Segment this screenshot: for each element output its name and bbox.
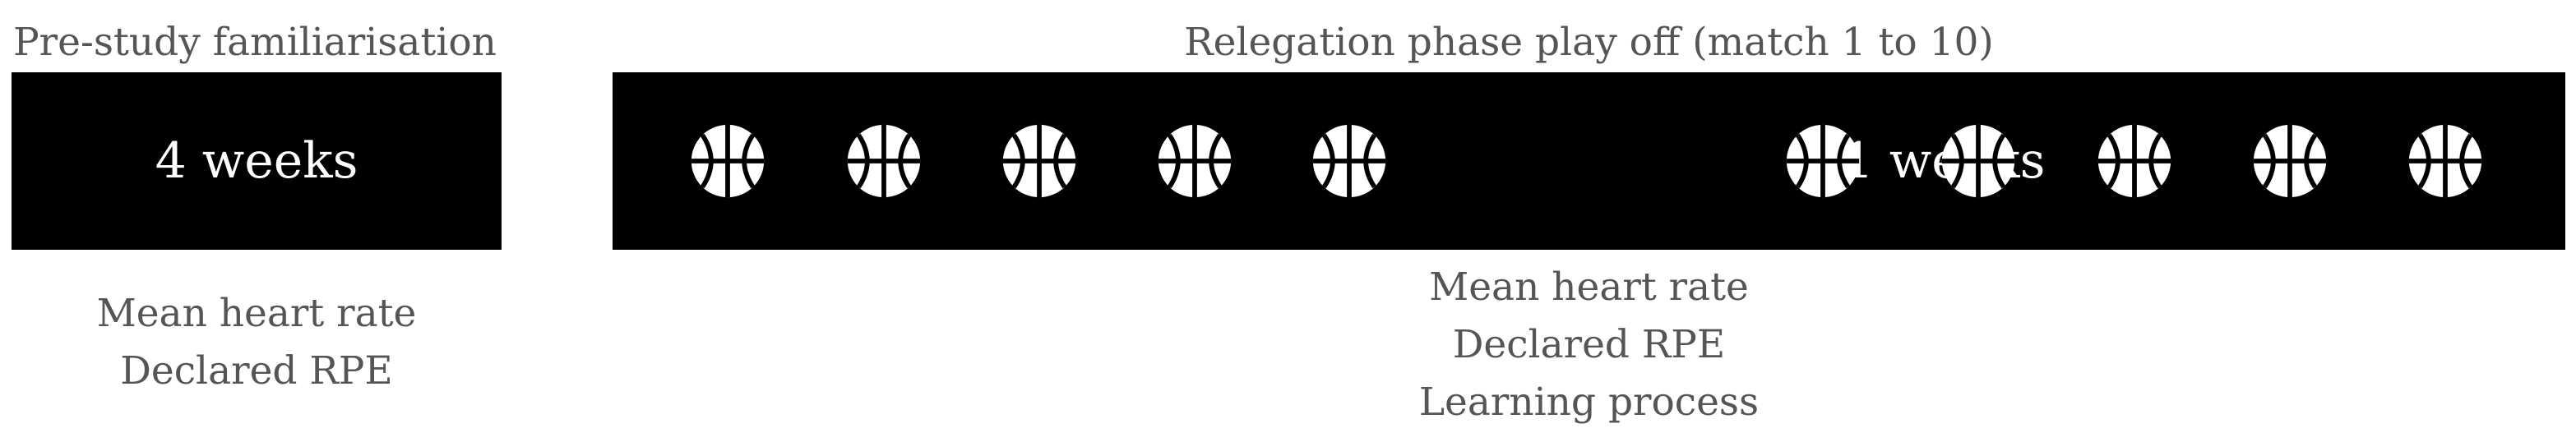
- relegation-measures: Mean heart rate Declared RPE Learning pr…: [613, 259, 2565, 431]
- pre-study-measures: Mean heart rate Declared RPE: [12, 285, 502, 400]
- basketball-icon: [1783, 122, 1862, 200]
- basketball-icon: [2250, 122, 2329, 200]
- relegation-timeline-box: 11 weeks: [613, 72, 2565, 250]
- basketball-icon: [2095, 122, 2174, 200]
- basketball-icon: [2406, 122, 2485, 200]
- pre-study-timeline-box: 4 weeks: [12, 72, 502, 250]
- relegation-heading: Relegation phase play off (match 1 to 10…: [1184, 20, 1994, 65]
- pre-study-heading: Pre-study familiarisation: [13, 20, 497, 65]
- measure-item: Declared RPE: [120, 348, 393, 394]
- basketball-icon: [688, 122, 767, 200]
- basketball-icon: [1939, 122, 2018, 200]
- basketball-icon: [844, 122, 923, 200]
- measure-item: Mean heart rate: [1429, 265, 1749, 310]
- measure-item: Mean heart rate: [96, 291, 417, 336]
- basketball-icon: [1155, 122, 1234, 200]
- measure-item: Declared RPE: [1452, 322, 1726, 367]
- pre-study-duration: 4 weeks: [155, 132, 358, 190]
- measure-item: Learning process: [1418, 380, 1760, 425]
- basketball-icon: [1000, 122, 1079, 200]
- basketball-icon: [1310, 122, 1389, 200]
